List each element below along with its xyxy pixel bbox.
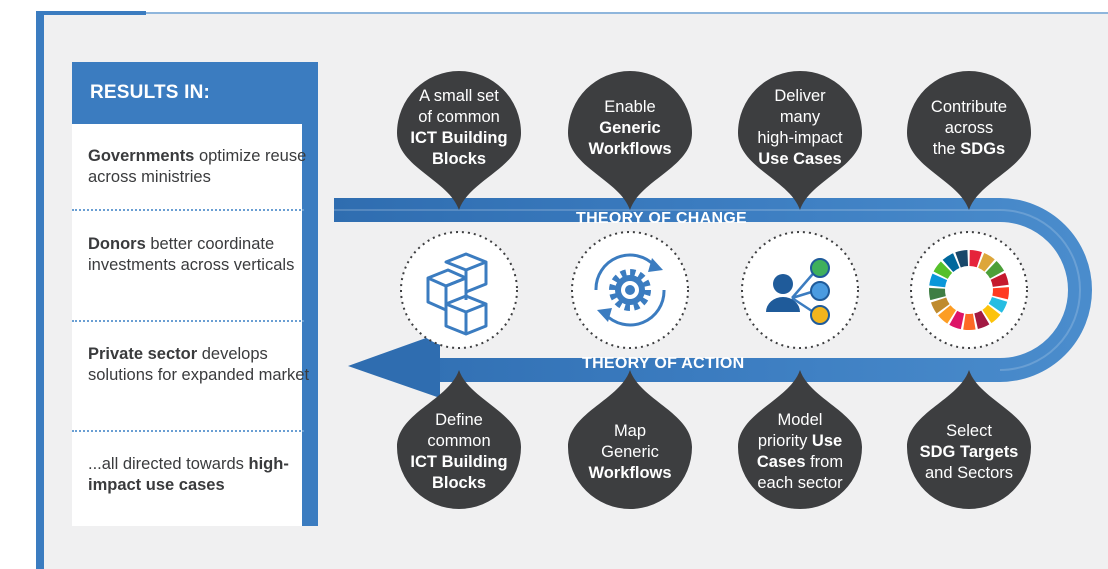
theory-of-change-label: THEORY OF CHANGE bbox=[576, 210, 748, 227]
theory-band bbox=[334, 198, 1092, 382]
icon-circle-3 bbox=[741, 231, 859, 349]
sdg-segment bbox=[955, 250, 969, 268]
icon-circle-2 bbox=[571, 231, 689, 349]
sdg-segment bbox=[938, 305, 956, 324]
sdg-segment bbox=[988, 297, 1008, 313]
result-donors-text: better coordinate investments across ver… bbox=[88, 235, 295, 274]
result-high-impact: ...all directed towards high-impact use … bbox=[88, 454, 310, 496]
sdg-segment bbox=[929, 287, 946, 301]
divider-2 bbox=[72, 320, 304, 322]
theory-of-action-label: THEORY OF ACTION bbox=[582, 355, 745, 372]
results-heading-text: RESULTS IN: bbox=[90, 82, 211, 103]
user-network-icon bbox=[766, 258, 830, 325]
top-accent-bar bbox=[36, 11, 146, 15]
result-governments: Governments optimize reuse across minist… bbox=[88, 146, 310, 188]
sdg-segment bbox=[930, 297, 950, 314]
top-drop-2 bbox=[568, 71, 692, 210]
result-high-impact-bold: high-impact use cases bbox=[88, 455, 289, 494]
top-drops bbox=[397, 70, 1031, 210]
cubes-icon bbox=[426, 252, 488, 336]
icon-circle-4 bbox=[910, 231, 1028, 349]
result-private-sector: Private sector develops solutions for ex… bbox=[88, 344, 310, 386]
sdg-segment bbox=[969, 250, 982, 268]
theory-band-inner bbox=[334, 209, 1081, 371]
sdg-segment bbox=[974, 310, 990, 329]
top-drop-3 bbox=[737, 70, 862, 210]
bottom-drop-1 bbox=[397, 370, 521, 509]
bottom-drop-4 bbox=[907, 370, 1031, 509]
sdg-segment bbox=[992, 287, 1009, 300]
gear-cycle-icon bbox=[594, 253, 666, 327]
sdg-segment bbox=[929, 273, 948, 288]
result-governments-bold: Governments bbox=[88, 147, 195, 165]
sdg-wheel-icon bbox=[929, 250, 1009, 330]
sdg-segment bbox=[942, 253, 960, 272]
result-donors-bold: Donors bbox=[88, 235, 146, 253]
top-drop-1 bbox=[397, 71, 521, 210]
divider-1 bbox=[72, 209, 304, 211]
result-high-impact-text: ...all directed towards bbox=[88, 455, 249, 473]
bottom-drops bbox=[397, 370, 1031, 510]
sdg-segment bbox=[963, 313, 976, 330]
sdg-segment bbox=[985, 260, 1005, 279]
result-private-sector-text: develops solutions for expanded market bbox=[88, 345, 310, 384]
results-list: Governments optimize reuse across minist… bbox=[72, 124, 318, 526]
icon-circle-1 bbox=[400, 231, 518, 349]
bottom-drop-3 bbox=[737, 370, 862, 510]
sdg-segment bbox=[949, 310, 965, 330]
sdg-segment bbox=[978, 252, 995, 272]
action-arrowhead bbox=[348, 333, 440, 398]
result-governments-text: optimize reuse across ministries bbox=[88, 147, 307, 186]
sdg-segment bbox=[990, 272, 1009, 287]
result-private-sector-bold: Private sector bbox=[88, 345, 198, 363]
sdg-segment bbox=[982, 304, 1001, 324]
left-accent-bar bbox=[36, 11, 44, 569]
divider-3 bbox=[72, 430, 304, 432]
results-heading: RESULTS IN: bbox=[72, 62, 318, 124]
sdg-segment bbox=[933, 261, 953, 279]
top-rule bbox=[146, 12, 1108, 14]
bottom-drop-2 bbox=[568, 370, 692, 509]
result-donors: Donors better coordinate investments acr… bbox=[88, 234, 310, 276]
top-drop-4 bbox=[907, 71, 1031, 210]
